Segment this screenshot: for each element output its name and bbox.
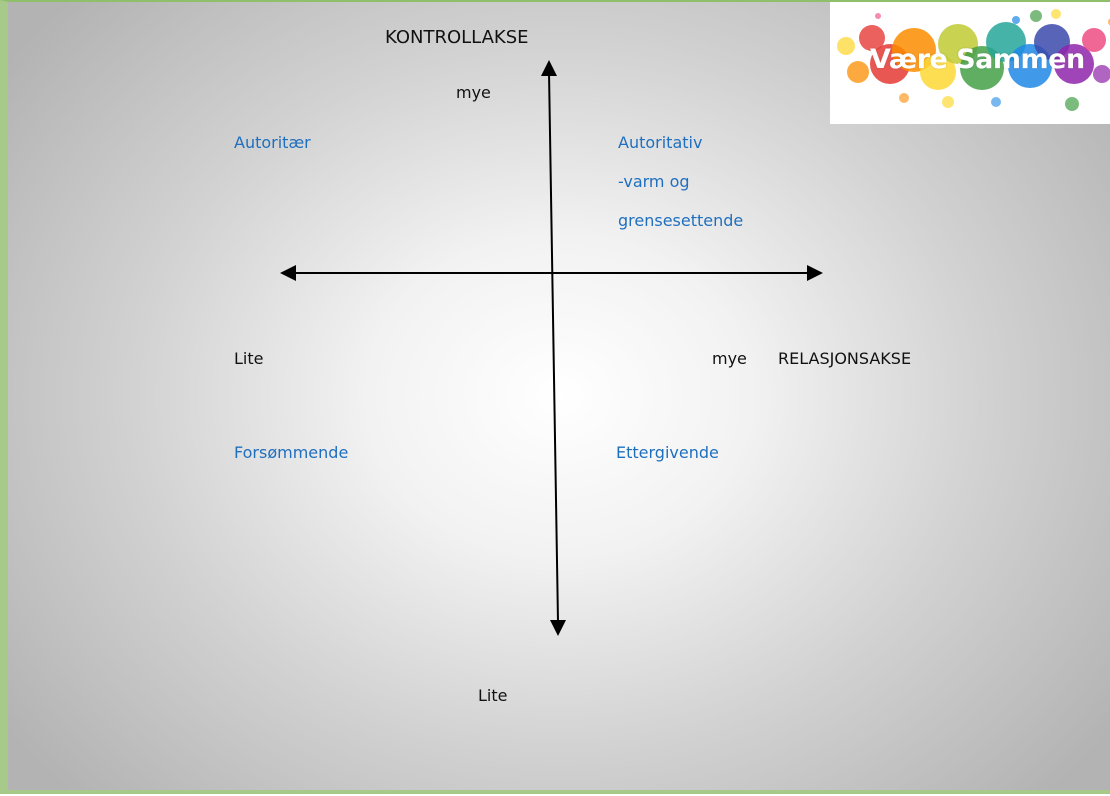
- horizontal-left-label: Lite: [234, 349, 264, 368]
- logo-bubbles: [837, 9, 1110, 111]
- horizontal-axis-title: RELASJONSAKSE: [778, 349, 912, 368]
- logo-text: Være Sammen: [870, 44, 1085, 75]
- vertical-axis-arrow-up: [541, 60, 557, 76]
- quadrant-top-right-line-2: -varm og: [618, 172, 690, 191]
- quadrant-bottom-right: Ettergivende: [616, 443, 719, 462]
- vertical-axis-arrow-down: [550, 620, 566, 636]
- vaere-sammen-logo: Være Sammen: [830, 2, 1110, 124]
- vertical-axis-title: KONTROLLAKSE: [385, 27, 529, 48]
- quadrant-bottom-left: Forsømmende: [234, 443, 349, 462]
- vertical-axis: [541, 60, 566, 636]
- quadrant-top-right-line-3: grensesettende: [618, 211, 744, 230]
- quadrant-top-right-line-1: Autoritativ: [618, 133, 703, 152]
- horizontal-axis: [280, 265, 823, 281]
- horizontal-right-label: mye: [712, 349, 747, 368]
- vertical-top-label: mye: [456, 83, 491, 102]
- vertical-bottom-label: Lite: [478, 686, 508, 705]
- horizontal-axis-arrow-left: [280, 265, 296, 281]
- axes-svg: [280, 60, 823, 636]
- quadrant-top-left: Autoritær: [234, 133, 311, 152]
- horizontal-axis-arrow-right: [807, 265, 823, 281]
